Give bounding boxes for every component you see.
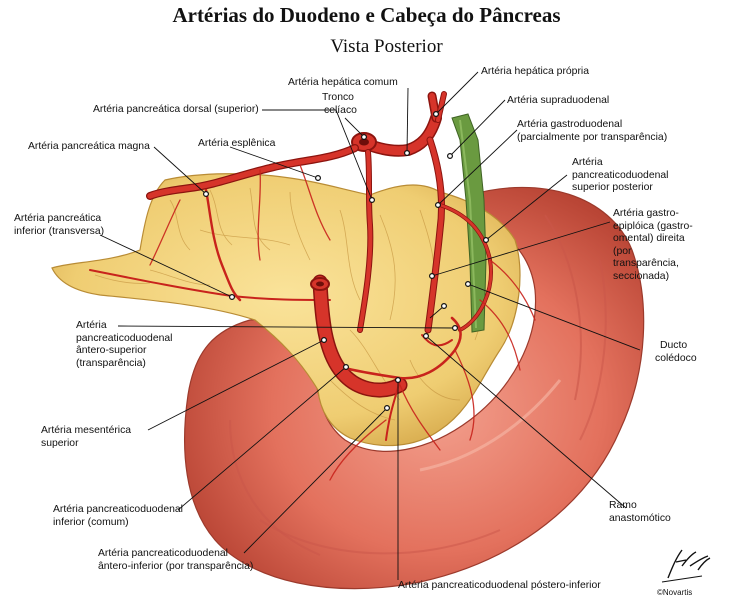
label-line: anastomótico [609, 512, 671, 524]
label-line: Artéria [572, 157, 603, 168]
label-line: pancreaticoduodenal [76, 332, 173, 344]
label-line: pancreaticoduodenal [572, 169, 669, 181]
label-gastroduodenal: Artéria gastroduodenal (parcialmente por… [517, 119, 667, 144]
label-pd-superior-posterior: Artéria pancreaticoduodenal superior pos… [572, 157, 668, 195]
label-hepatica-comum: Artéria hepática comum [288, 77, 398, 88]
label-line: epiplóica (gastro- [613, 220, 693, 232]
label-hepatica-propria: Artéria hepática própria [481, 66, 590, 77]
label-line: superior posterior [572, 182, 653, 193]
label-line: ântero-inferior (por transparência) [98, 560, 254, 572]
label-line: transparência, [613, 258, 679, 269]
label-line: inferior (comum) [53, 516, 129, 528]
label-esplenica: Artéria esplênica [198, 138, 276, 149]
diagram-subtitle: Vista Posterior [330, 36, 443, 57]
label-line: Artéria gastroduodenal [517, 119, 623, 130]
netter-signature [661, 549, 711, 583]
label-line: Artéria gastro- [613, 208, 679, 219]
duodenum [184, 186, 645, 590]
label-gastroepiploica-direita: Artéria gastro- epiplóica (gastro- oment… [613, 208, 693, 283]
label-line: Artéria [76, 320, 107, 331]
label-pd-antero-superior: Artéria pancreaticoduodenal ântero-super… [76, 320, 172, 370]
label-line: Artéria mesentérica [41, 425, 132, 436]
label-ducto-coledoco: Ducto colédoco [655, 340, 697, 365]
label-line: Artéria pancreática [14, 213, 102, 224]
label-line: superior [41, 437, 79, 449]
label-mesenterica-superior: Artéria mesentérica superior [41, 425, 131, 450]
label-pancreatica-magna: Artéria pancreática magna [28, 141, 150, 152]
label-line: Artéria pancreaticoduodenal [53, 504, 183, 515]
arteries [89, 91, 536, 481]
label-pd-postero-inferior: Artéria pancreaticoduodenal póstero-infe… [398, 580, 601, 591]
label-line: seccionada) [613, 270, 670, 282]
label-line: colédoco [655, 352, 697, 364]
diagram-title: Artérias do Duodeno e Cabeça do Pâncreas [172, 3, 561, 27]
label-line: ântero-superior [76, 345, 147, 356]
label-line: omental) direita [613, 233, 685, 244]
label-pancreatica-inferior: Artéria pancreática inferior (transversa… [14, 213, 104, 238]
label-line: Artéria pancreaticoduodenal [98, 548, 228, 559]
label-line: Ramo [609, 500, 637, 511]
leader-lines [99, 71, 641, 580]
label-line: celíaco [324, 104, 357, 116]
label-supraduodenal: Artéria supraduodenal [507, 95, 610, 106]
marker-points [203, 110, 490, 412]
label-line: Tronco [322, 92, 354, 103]
label-ramo-anastomotico: Ramo anastomótico [609, 500, 671, 525]
label-pd-inferior-comum: Artéria pancreaticoduodenal inferior (co… [53, 504, 183, 529]
label-line: (transparência) [76, 357, 146, 369]
label-pd-antero-inferior: Artéria pancreaticoduodenal ântero-infer… [98, 548, 253, 573]
label-line: (parcialmente por transparência) [517, 131, 668, 143]
label-line: Ducto [660, 340, 688, 351]
label-line: (por [613, 245, 632, 257]
label-pancreatica-dorsal: Artéria pancreática dorsal (superior) [93, 104, 259, 115]
copyright-credit: ©Novartis [657, 588, 693, 597]
label-line: inferior (transversa) [14, 225, 105, 237]
label-tronco-celiaco: Tronco celíaco [322, 92, 357, 117]
